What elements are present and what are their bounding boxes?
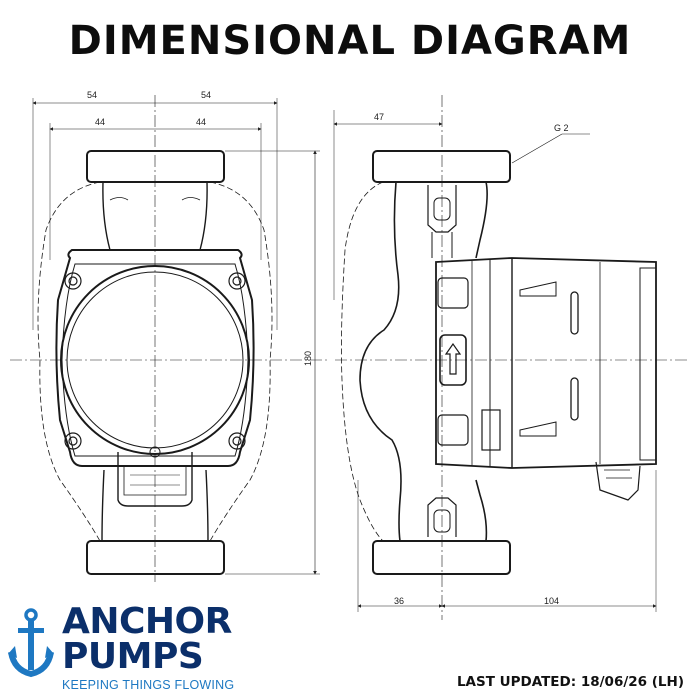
front-view bbox=[10, 95, 330, 582]
anchor-icon bbox=[8, 608, 54, 678]
brand-tagline: KEEPING THINGS FLOWING bbox=[62, 678, 235, 692]
dim-front-outer-left: 54 bbox=[87, 90, 97, 100]
brand-logo: ANCHOR PUMPS KEEPING THINGS FLOWING bbox=[8, 601, 268, 696]
dim-front-inner-right: 44 bbox=[196, 117, 206, 127]
pump-dimensional-drawing: 54 54 44 44 180 47 G 2 36 104 bbox=[10, 90, 690, 620]
dim-height: 180 bbox=[303, 351, 313, 366]
side-view bbox=[333, 95, 690, 620]
dim-side-bottom-right: 104 bbox=[544, 596, 559, 606]
dim-side-bottom-left: 36 bbox=[394, 596, 404, 606]
last-updated-label: LAST UPDATED: 18/06/26 (LH) bbox=[456, 674, 684, 690]
dim-side-top: 47 bbox=[374, 112, 384, 122]
brand-name-line2: PUMPS bbox=[62, 636, 204, 677]
dim-front-inner-left: 44 bbox=[95, 117, 105, 127]
dim-front-outer-right: 54 bbox=[201, 90, 211, 100]
page-title: DIMENSIONAL DIAGRAM bbox=[68, 18, 632, 64]
brand-name-line1: ANCHOR bbox=[62, 601, 232, 642]
dim-thread: G 2 bbox=[554, 123, 569, 133]
